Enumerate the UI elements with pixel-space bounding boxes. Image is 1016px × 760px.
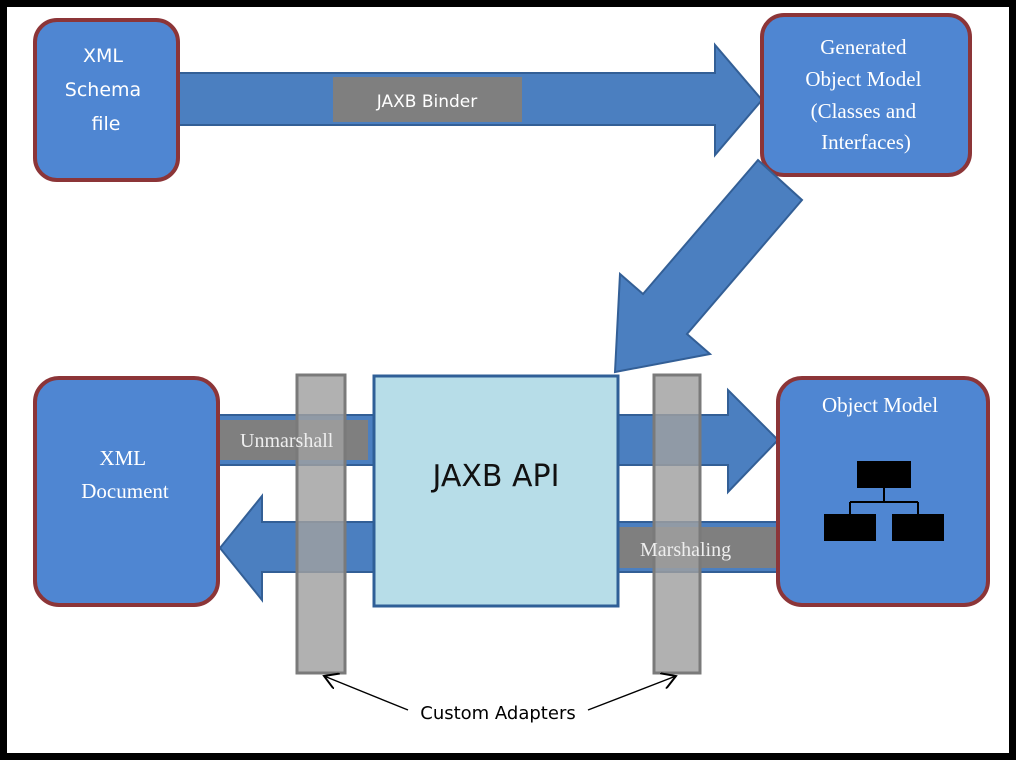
generated-node — [760, 13, 972, 177]
object-model-label: Object Model — [822, 393, 938, 417]
generated-node-label: Generated Object Model (Classes and Inte… — [805, 35, 926, 154]
jaxb-api-node — [372, 374, 620, 608]
custom-adapters-label: Custom Adapters — [420, 703, 575, 724]
xml-document-label: XML Document — [81, 446, 169, 503]
binder-label-box — [333, 77, 522, 122]
right-adapter-pointer — [587, 676, 676, 711]
left-adapter-bar — [295, 373, 347, 675]
right-adapter-bar — [652, 373, 702, 675]
marshal-label: Marshaling — [640, 539, 731, 561]
schema-node — [33, 18, 180, 182]
jaxb-api-label: JAXB API — [431, 459, 560, 494]
xml-document-node — [33, 376, 220, 607]
unmarshal-label: Unmarshall — [240, 430, 334, 452]
generate-to-api-arrow — [613, 158, 804, 374]
left-adapter-pointer — [324, 676, 409, 711]
org-chart-icon — [824, 461, 944, 541]
binder-label: JAXB Binder — [376, 92, 477, 112]
schema-node-label: XML Schema file — [65, 45, 147, 135]
